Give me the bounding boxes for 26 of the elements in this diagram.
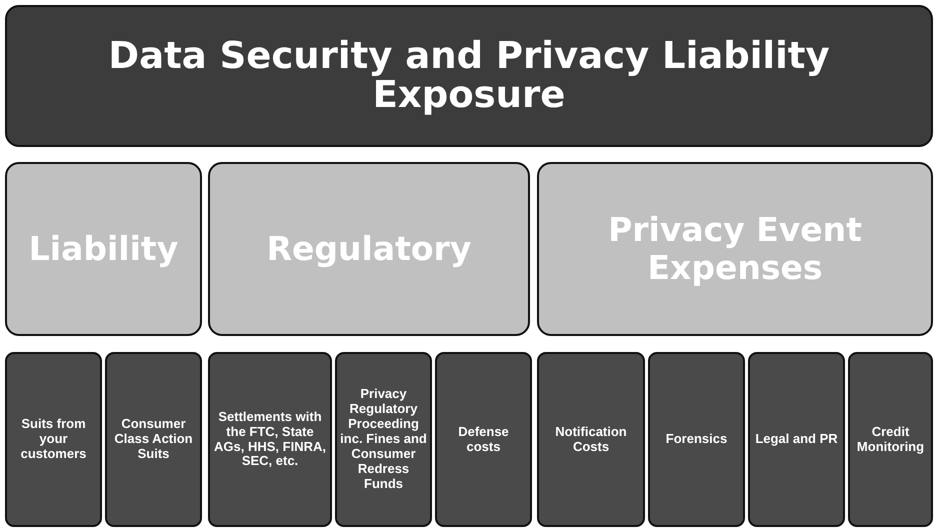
item-box (208, 352, 332, 527)
item-box (105, 352, 202, 527)
category-label: Privacy Event Expenses (607, 211, 863, 287)
item-box (435, 352, 532, 527)
category-box (208, 162, 530, 336)
title-text: Data Security and Privacy Liability Exposure (107, 37, 831, 115)
item-label: Legal and PR (755, 432, 838, 447)
item-label: Credit Monitoring (856, 424, 926, 454)
category-box (5, 162, 202, 336)
item-box (848, 352, 933, 527)
title-banner (5, 5, 933, 147)
item-box (335, 352, 432, 527)
item-box (748, 352, 845, 527)
category-label: Liability (28, 230, 178, 268)
item-label: Notification Costs (554, 424, 628, 454)
item-label: Settlements with the FTC, State AGs, HHS, FINRA, SEC, etc. (213, 410, 327, 470)
item-label: Forensics (666, 432, 728, 447)
item-label: Consumer Class Action Suits (113, 417, 194, 462)
item-box (5, 352, 102, 527)
item-box (648, 352, 745, 527)
category-box (537, 162, 933, 336)
item-box (537, 352, 645, 527)
item-label: Suits from your customers (20, 417, 88, 462)
item-label: Privacy Regulatory Proceeding inc. Fines and Consumer Redress Funds (340, 387, 427, 492)
category-label: Regulatory (266, 230, 472, 268)
item-label: Defense costs (457, 424, 510, 454)
